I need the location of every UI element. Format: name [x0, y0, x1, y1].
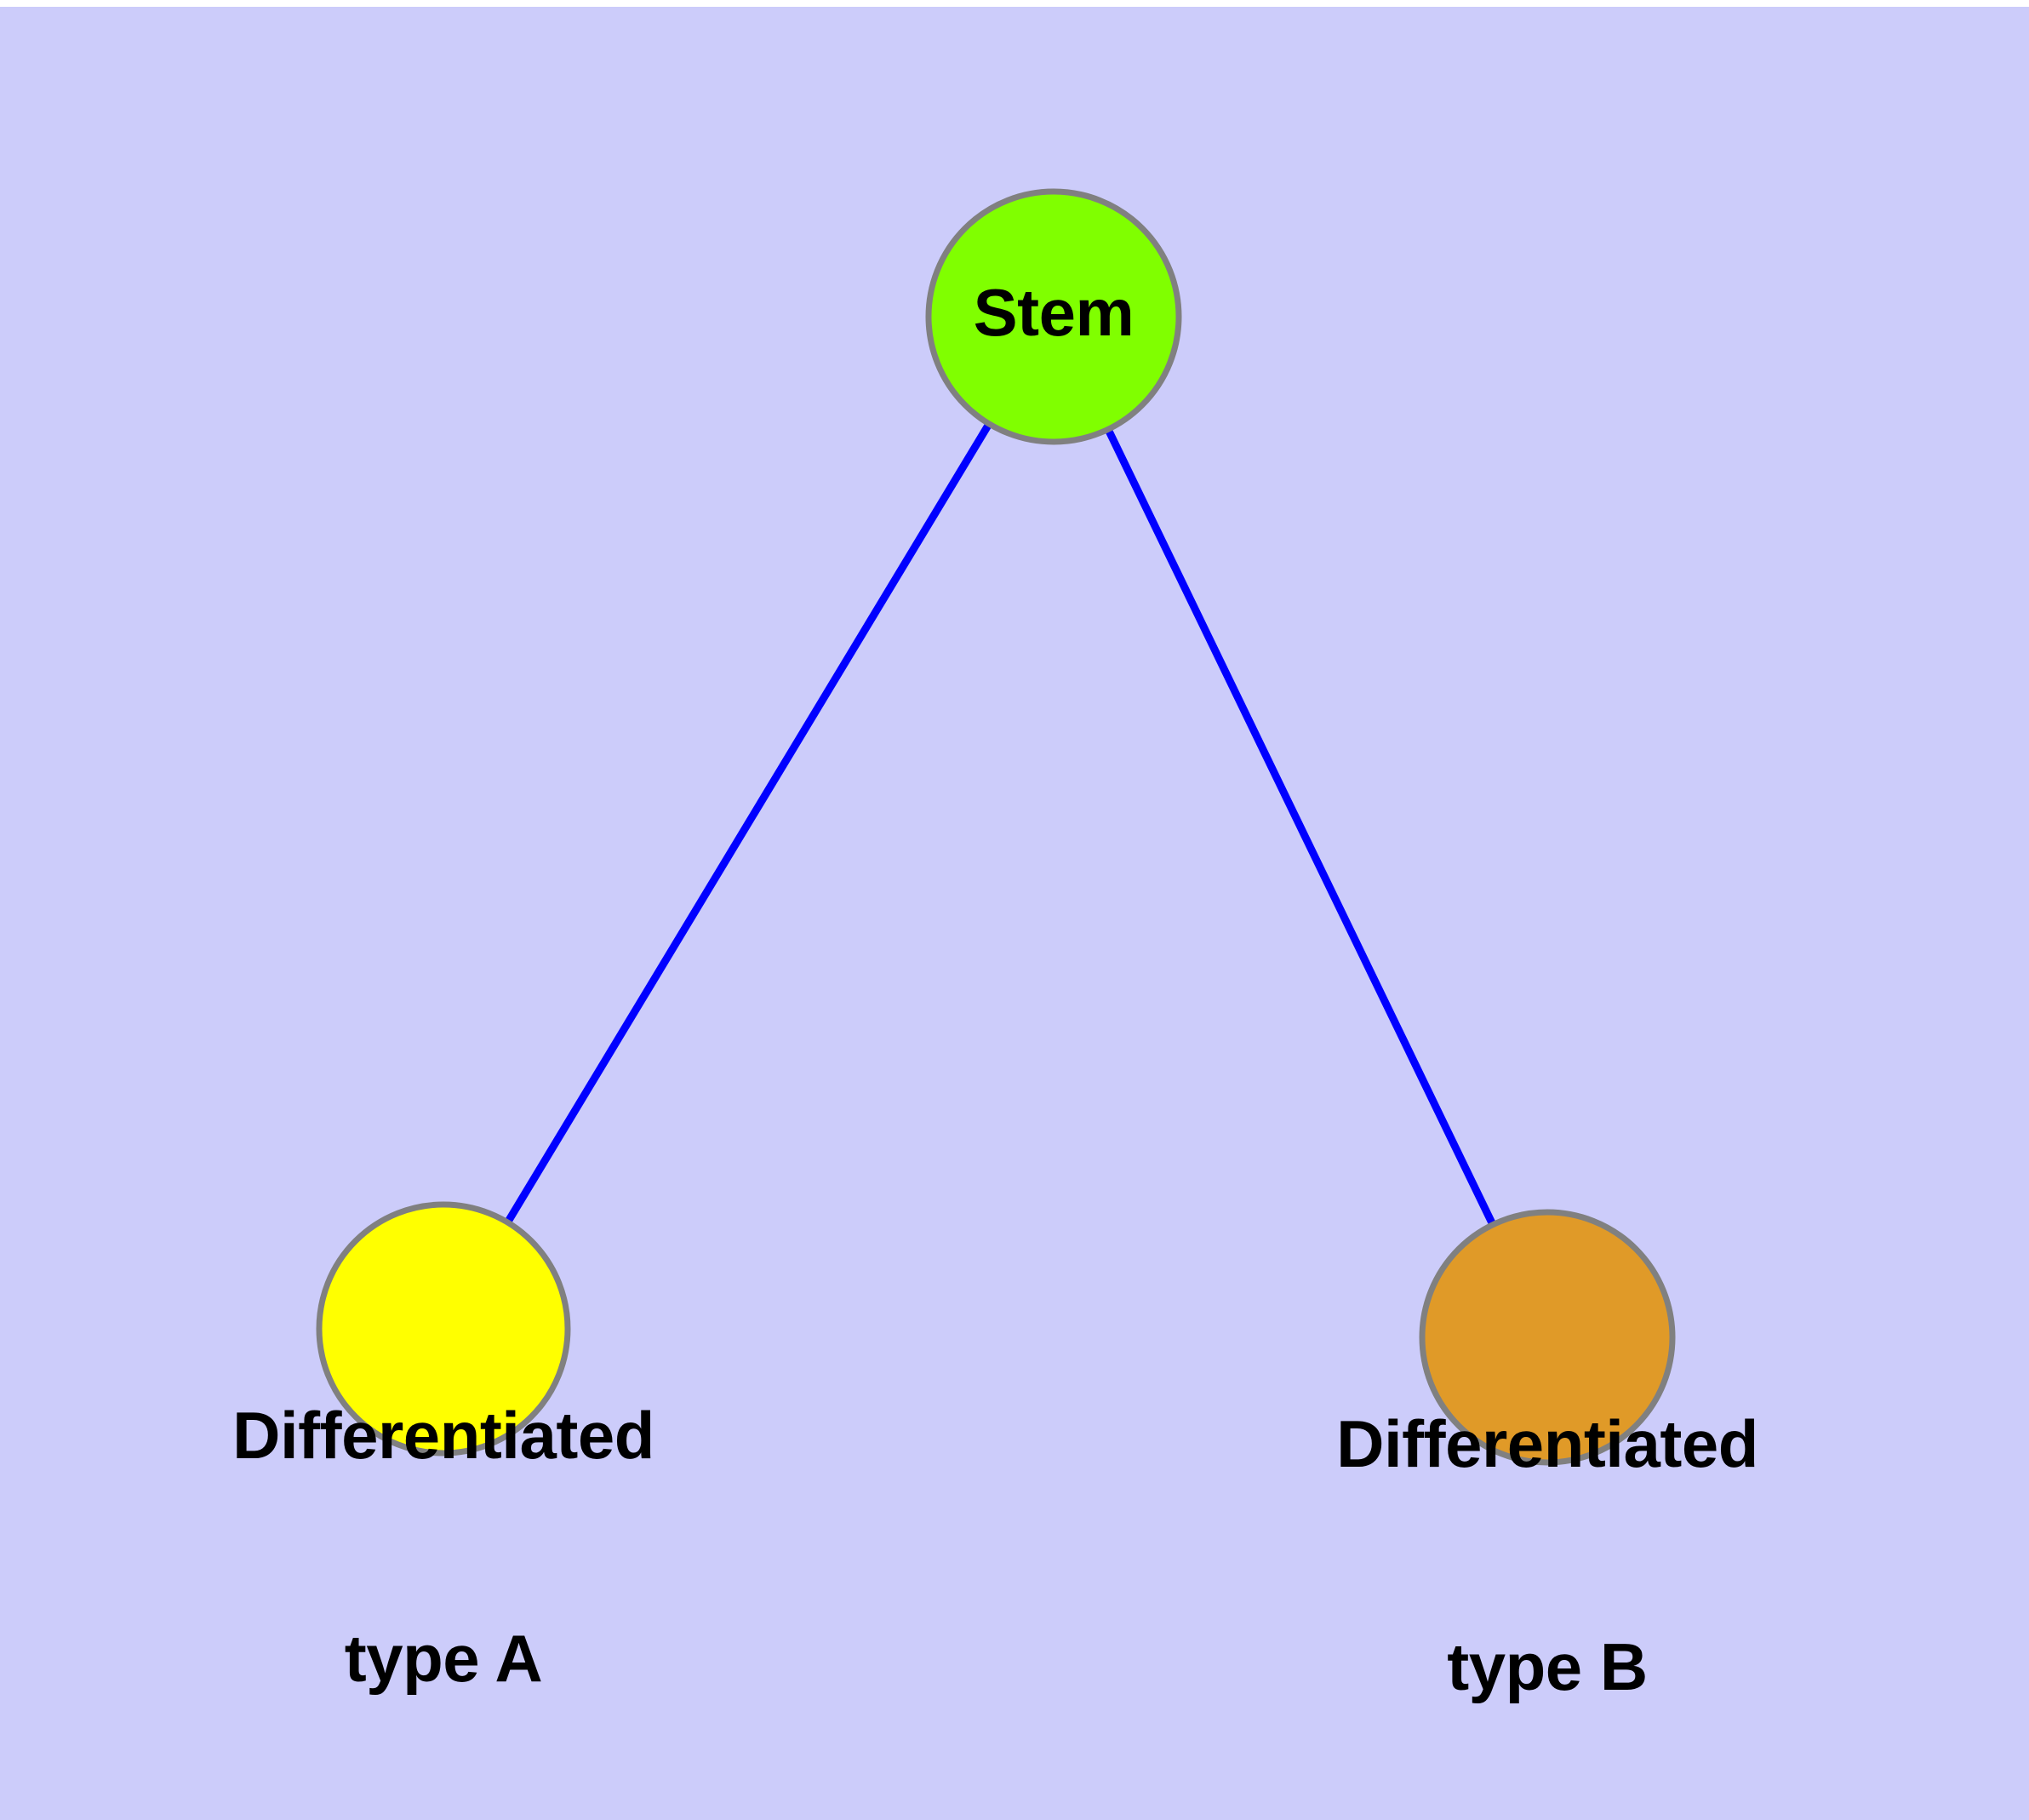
- node-stem[interactable]: [925, 188, 1182, 445]
- node-layer: [316, 188, 1676, 1466]
- node-differentiated-type-a[interactable]: [316, 1201, 571, 1457]
- edge-stem-to-differentiated-type-b: [1049, 315, 1552, 1339]
- edge-stem-to-differentiated-type-a: [440, 314, 1057, 1331]
- node-differentiated-type-b[interactable]: [1419, 1209, 1676, 1466]
- edge-layer: [440, 314, 1552, 1339]
